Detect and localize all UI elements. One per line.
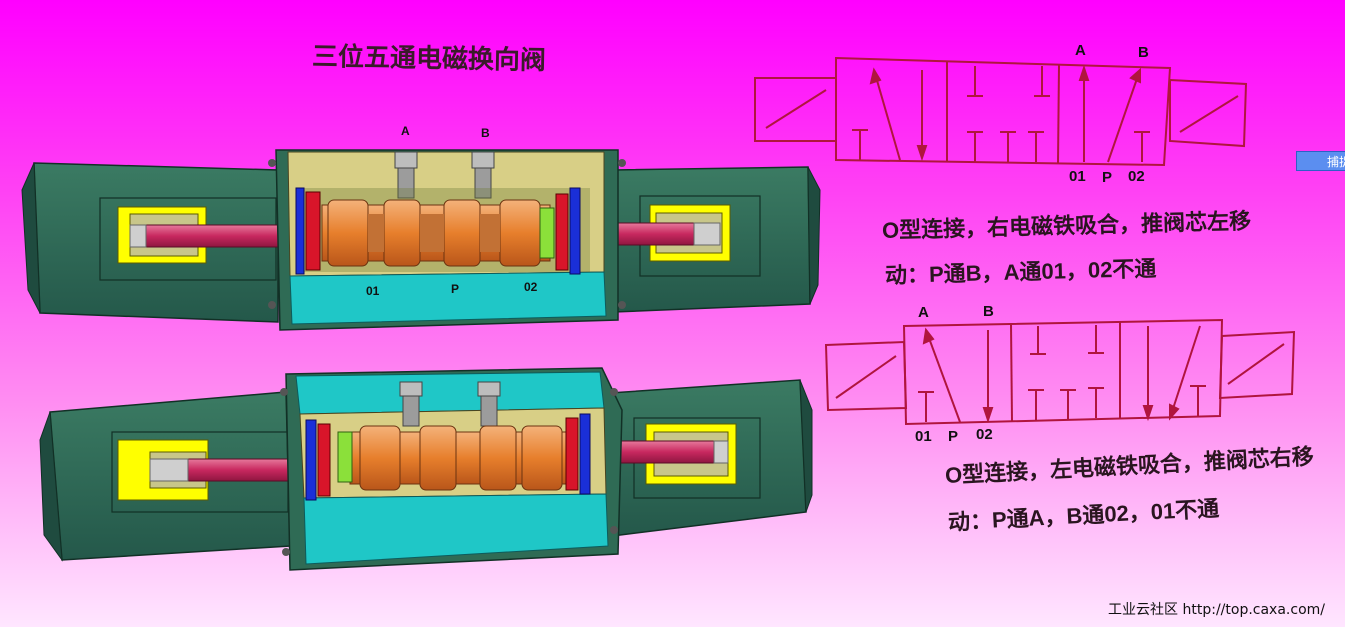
upper-valve-body (268, 149, 626, 331)
symbol1-port-b-label: B (1138, 44, 1149, 61)
upper-port-p-label: P (451, 282, 460, 296)
capture-tab[interactable]: 捕捉 (1296, 151, 1345, 171)
upper-port-01-label: 01 (366, 284, 380, 298)
symbol1-port-a-label: A (1075, 42, 1086, 59)
symbol2-port-01-label: 01 (915, 428, 932, 445)
lower-right-solenoid (605, 379, 813, 537)
lower-valve-body (280, 367, 623, 571)
symbol2-port-a-label: A (918, 304, 929, 321)
upper-right-solenoid (611, 166, 821, 313)
upper-port-b-label: B (481, 126, 490, 140)
footer-credit: 工业云社区 http://top.caxa.com/ (1108, 602, 1325, 618)
symbol2-port-02-label: 02 (976, 426, 993, 443)
symbol2-port-b-label: B (983, 303, 994, 320)
symbol2-port-p-label: P (948, 428, 959, 445)
upper-left-solenoid (21, 162, 283, 323)
symbol1-port-01-label: 01 (1069, 168, 1086, 185)
upper-port-a-label: A (401, 124, 410, 138)
valve-symbol-1 (754, 56, 1248, 167)
symbol1-port-02-label: 02 (1128, 168, 1145, 185)
symbol1-port-p-label: P (1102, 169, 1113, 186)
valve-symbol-2 (824, 318, 1296, 426)
upper-port-02-label: 02 (524, 280, 538, 294)
lower-left-solenoid (39, 391, 291, 562)
page-title: 三位五通电磁换向阀 (311, 40, 547, 76)
